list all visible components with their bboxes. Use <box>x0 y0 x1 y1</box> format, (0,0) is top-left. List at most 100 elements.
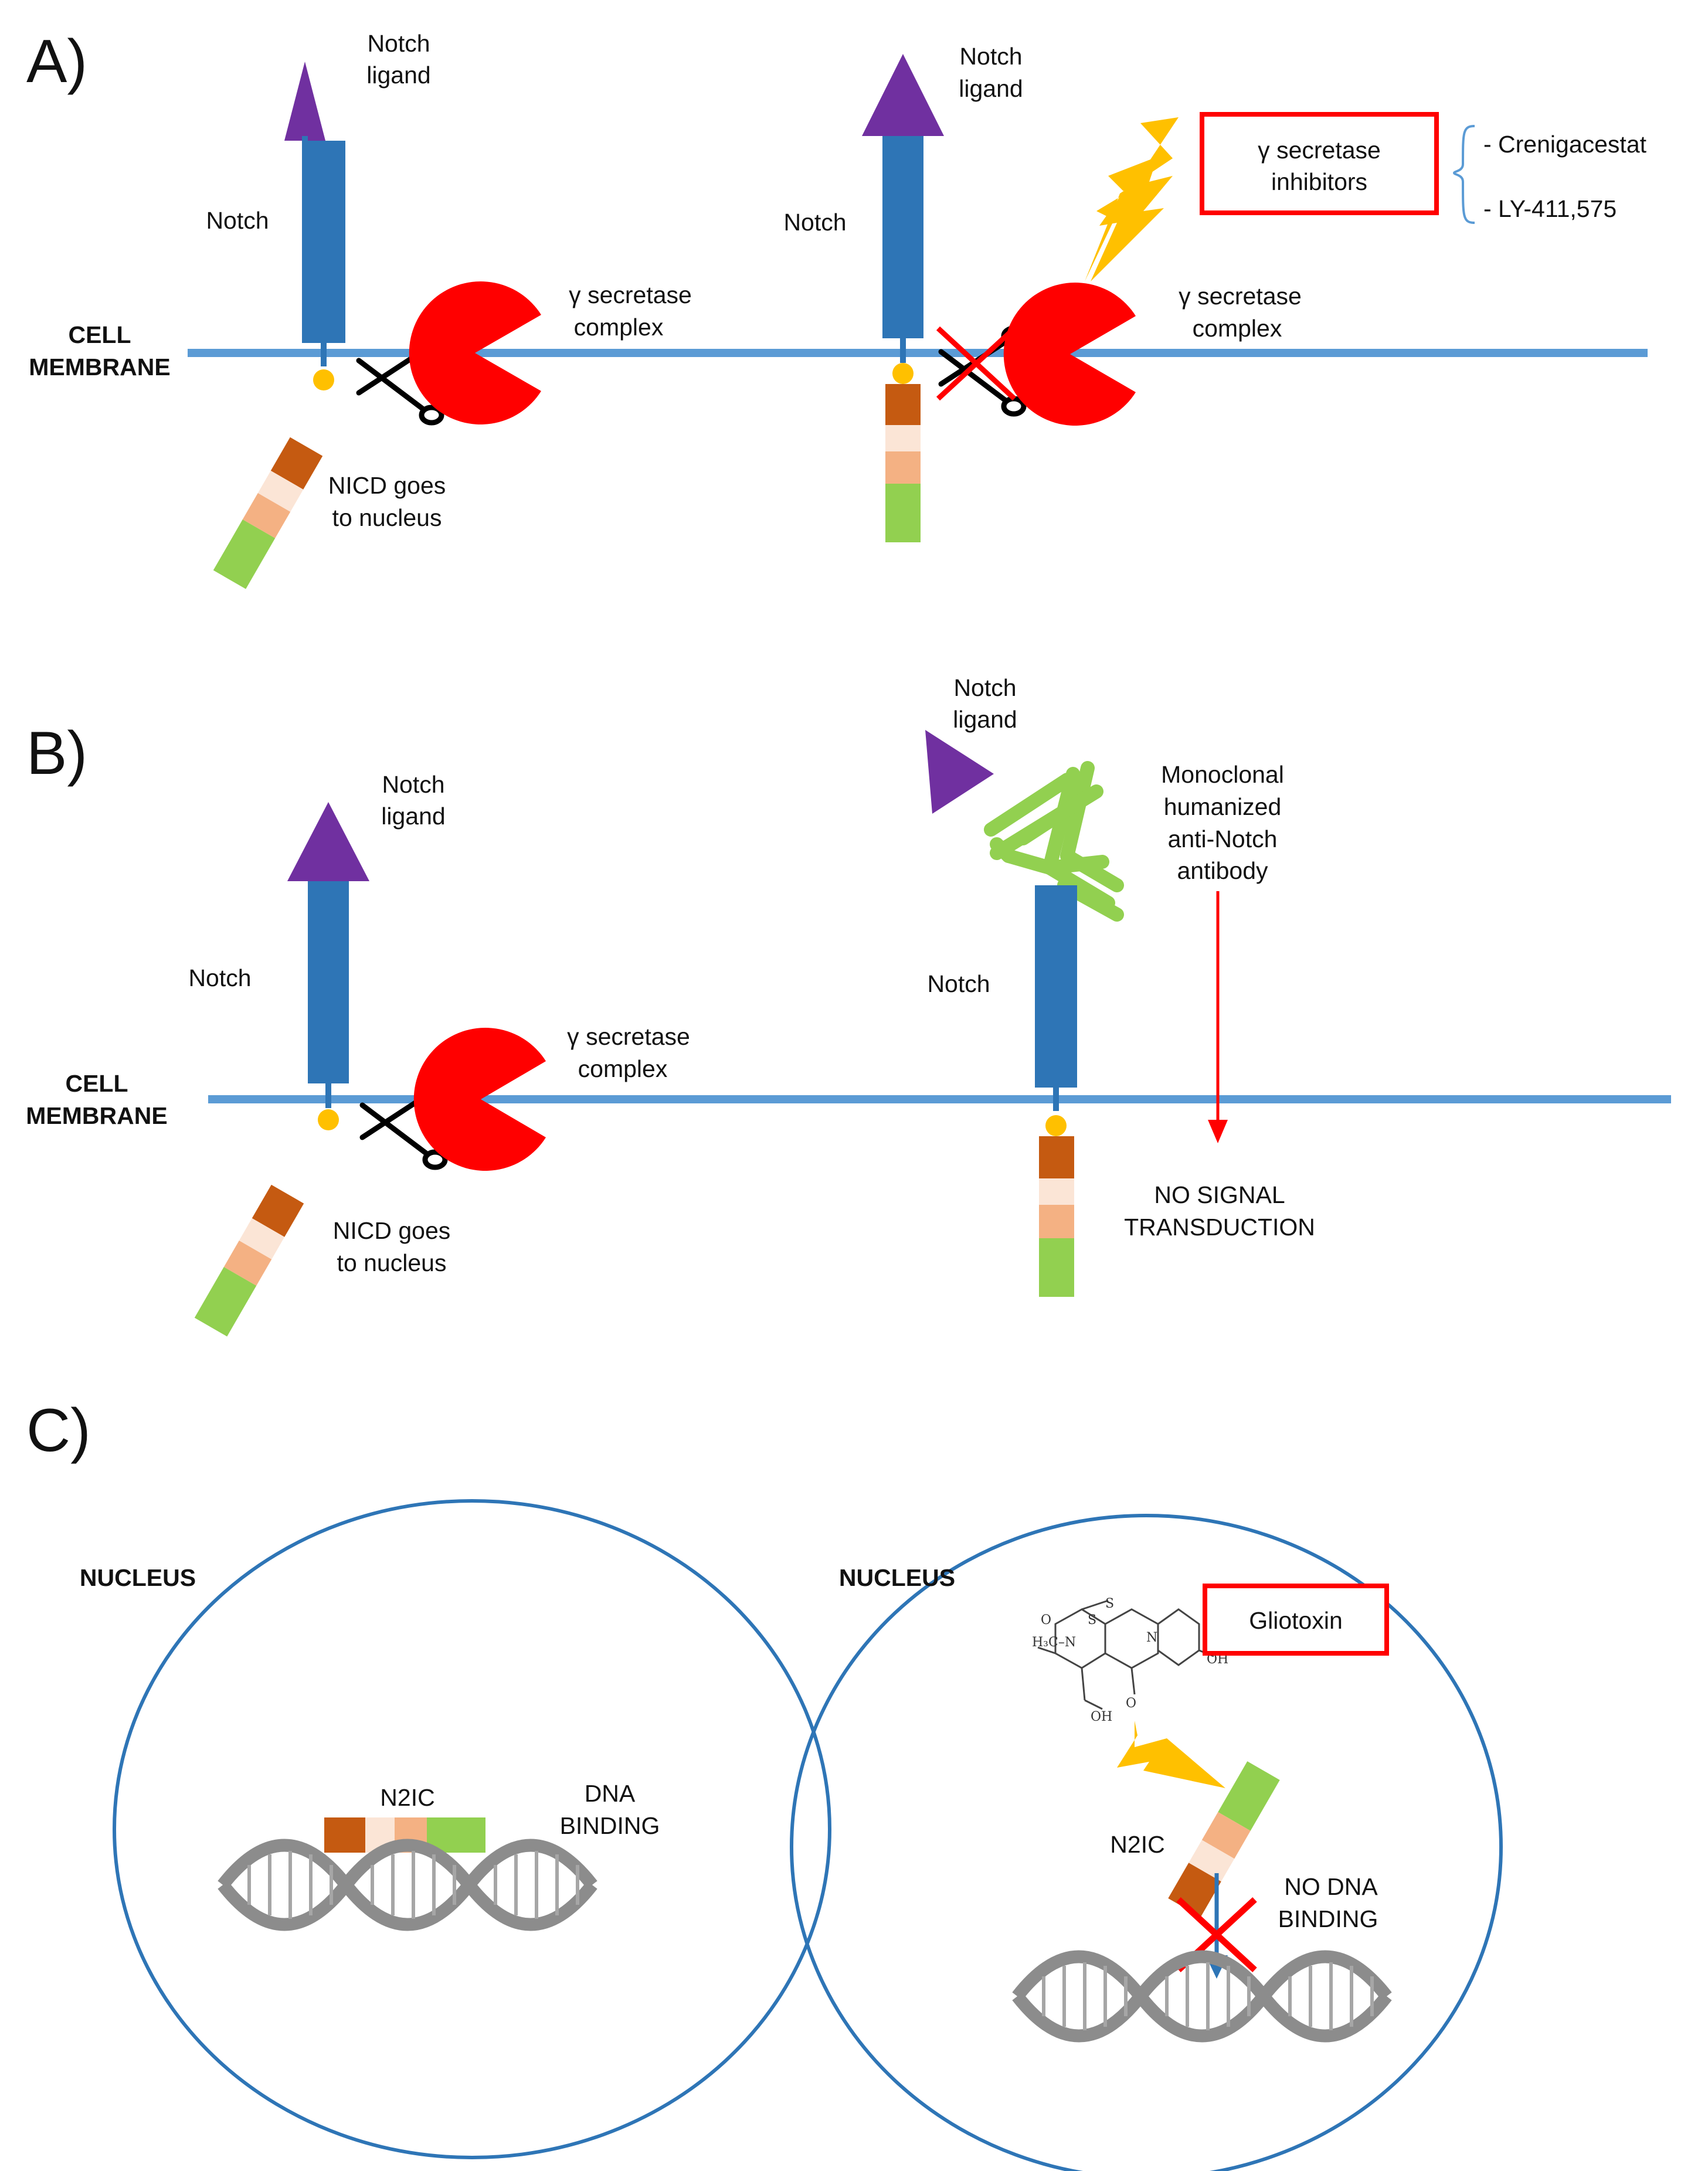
notch-tail <box>321 343 327 366</box>
antibody-label: anti-Notch <box>1168 825 1278 852</box>
nucleus-membrane <box>790 1514 1503 2171</box>
antibody-label: humanized <box>1164 793 1282 820</box>
gamma-secretase-pacman <box>409 281 541 424</box>
no-signal-label-2: TRANSDUCTION <box>1124 1214 1315 1241</box>
notch-ligand-triangle <box>925 730 994 814</box>
ligand-label-1: Notch <box>959 43 1022 70</box>
drug-list-item: - Crenigacestat <box>1483 131 1647 158</box>
membrane-label-a-1: CELL <box>68 321 131 348</box>
svg-text:S: S <box>1088 1613 1096 1628</box>
secretase-label-2: complex <box>574 314 664 341</box>
n2ic-fragment <box>1168 1761 1280 1917</box>
svg-text:OH: OH <box>1091 1710 1112 1724</box>
dna-helix-icon <box>223 1846 592 1925</box>
secretase-label-1: γ secretase <box>1179 283 1302 310</box>
svg-text:O: O <box>1126 1696 1136 1711</box>
nicd-segment <box>885 484 921 542</box>
notch-knob <box>892 363 914 384</box>
notch-receptor <box>882 136 923 338</box>
secretase-label-2: complex <box>1193 315 1282 342</box>
nicd-fragment <box>194 1184 304 1337</box>
n2ic-segment <box>324 1817 365 1853</box>
notch-tail <box>1053 1088 1059 1111</box>
antibody-label: Monoclonal <box>1161 761 1284 788</box>
notch-knob <box>318 1109 339 1130</box>
cross-icon <box>936 326 1017 401</box>
nicd-segment <box>1039 1136 1074 1178</box>
drug-label: Gliotoxin <box>1249 1607 1343 1634</box>
notch-knob <box>1045 1115 1067 1136</box>
membrane-label-b-1: CELL <box>65 1070 128 1097</box>
notch-tail <box>900 338 906 363</box>
lightning-icon <box>1091 155 1173 281</box>
nicd-segment <box>885 384 921 425</box>
notch-ligand-triangle <box>287 802 369 881</box>
arrow-head-icon <box>1208 1120 1228 1143</box>
nicd-label-2: to nucleus <box>337 1249 447 1276</box>
notch-ligand-triangle <box>284 62 325 141</box>
drug-box <box>1203 1584 1389 1656</box>
inhibitor-label-1: γ secretase <box>1258 137 1381 164</box>
nicd-segment <box>885 451 921 484</box>
drug-list-item: - LY-411,575 <box>1483 195 1617 222</box>
notch-label: Notch <box>783 209 846 236</box>
ligand-label-1: Notch <box>953 674 1016 701</box>
svg-text:O: O <box>1041 1613 1051 1628</box>
panel-label-a: A) <box>26 28 87 96</box>
notch-label: Notch <box>188 964 251 991</box>
secretase-label-1: γ secretase <box>569 281 692 308</box>
panel-label-c: C) <box>26 1397 91 1465</box>
nucleus-label: NUCLEUS <box>80 1564 196 1591</box>
nicd-label-1: NICD goes <box>333 1217 451 1244</box>
antibody-label: antibody <box>1177 857 1268 884</box>
drug-bracket <box>1452 125 1475 224</box>
no-dna-binding-label-2: BINDING <box>1278 1905 1378 1932</box>
notch-receptor <box>1035 885 1077 1088</box>
dna-binding-label-2: BINDING <box>560 1812 660 1839</box>
no-signal-label-1: NO SIGNAL <box>1154 1181 1285 1208</box>
gamma-secretase-pacman <box>413 1027 546 1171</box>
notch-tail <box>325 1083 331 1108</box>
gliotoxin-structure-icon <box>1037 1599 1214 1710</box>
nucleus-membrane <box>113 1499 831 2159</box>
nicd-label-2: to nucleus <box>332 504 442 531</box>
gamma-secretase-pacman <box>1003 283 1136 426</box>
nicd-segment <box>1039 1238 1074 1297</box>
inhibitor-label-2: inhibitors <box>1271 168 1367 195</box>
notch-knob <box>313 369 334 390</box>
nucleus-label: NUCLEUS <box>839 1564 955 1591</box>
panel-label-b: B) <box>26 719 87 787</box>
ligand-label-2: ligand <box>953 706 1017 733</box>
n2ic-label: N2IC <box>1110 1831 1164 1858</box>
notch-label: Notch <box>206 207 269 234</box>
dna-helix-icon <box>1017 1957 1387 2036</box>
ligand-label-1: Notch <box>382 771 444 798</box>
ligand-label-2: ligand <box>366 62 430 89</box>
no-dna-binding-label-1: NO DNA <box>1284 1873 1378 1900</box>
notch-label: Notch <box>927 970 990 997</box>
nicd-segment <box>1039 1178 1074 1205</box>
antibody-arms <box>984 773 1103 860</box>
ligand-label-2: ligand <box>959 75 1023 102</box>
svg-text:N: N <box>1146 1630 1157 1645</box>
secretase-label-2: complex <box>578 1055 668 1082</box>
ligand-label-1: Notch <box>367 30 430 57</box>
svg-text:H₃C–N: H₃C–N <box>1032 1635 1076 1650</box>
notch-receptor <box>308 881 349 1083</box>
notch-ligand-triangle <box>862 54 944 136</box>
lightning-icon <box>1117 1721 1225 1788</box>
svg-text:S: S <box>1105 1596 1114 1611</box>
membrane-label-b-2: MEMBRANE <box>26 1102 167 1129</box>
nicd-fragment <box>213 437 323 589</box>
inhibitor-box <box>1200 112 1439 215</box>
n2ic-label: N2IC <box>380 1784 434 1811</box>
membrane-label-a-2: MEMBRANE <box>29 354 170 380</box>
nicd-segment <box>885 425 921 451</box>
notch-receptor <box>302 141 345 343</box>
ligand-label-2: ligand <box>381 803 445 830</box>
secretase-label-1: γ secretase <box>567 1023 690 1050</box>
nicd-segment <box>1039 1205 1074 1238</box>
gliotoxin-atoms: O S S N OH H₃C–N O OH <box>1032 1596 1228 1724</box>
